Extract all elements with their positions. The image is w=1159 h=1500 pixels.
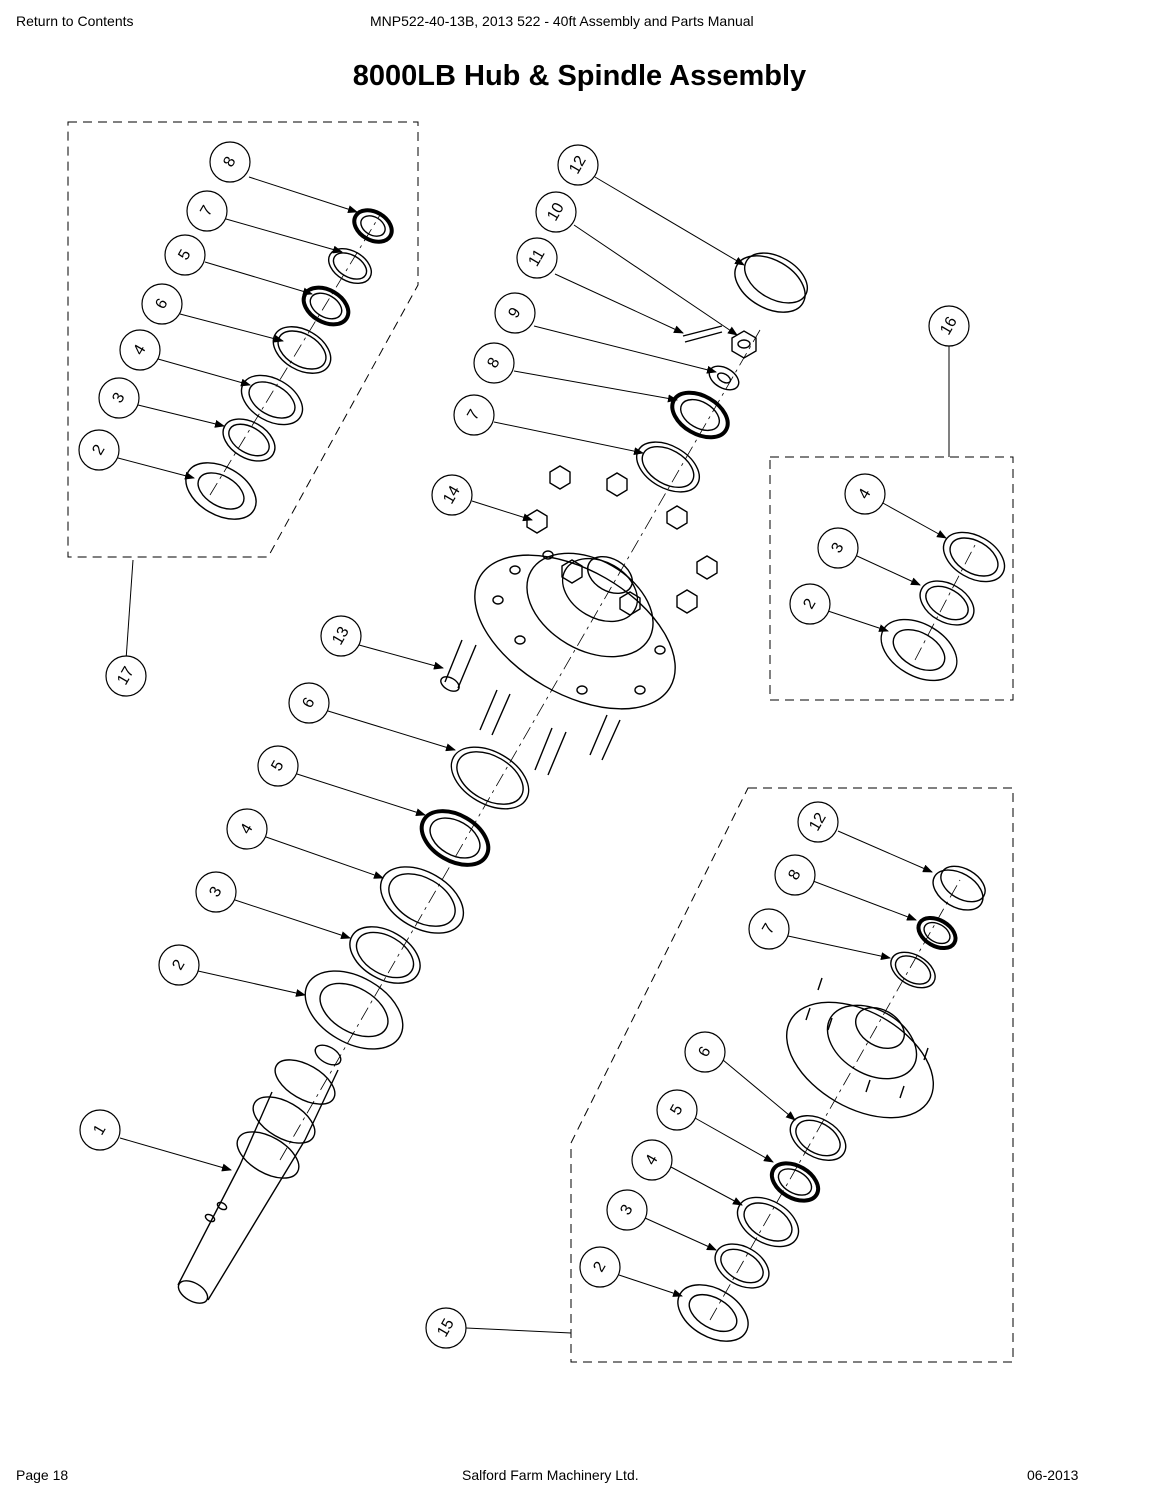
callout-5-group17: 5 [164, 234, 206, 276]
callout-8-group17: 8 [209, 141, 251, 183]
document-date: 06-2013 [1027, 1467, 1079, 1483]
callout-2-group17: 2 [78, 429, 120, 471]
callout-14-main: 14 [431, 474, 473, 516]
part-4-seal-main [379, 866, 465, 934]
part-2-seal-group17 [185, 462, 257, 520]
part-3-ring-group16 [919, 580, 975, 626]
part-5-bearing-group15 [769, 1161, 821, 1203]
part-8-bearing-group17 [352, 208, 394, 244]
part-3-ring-group17 [222, 418, 276, 462]
callout-3-group15: 3 [606, 1189, 648, 1231]
svg-text:11: 11 [525, 246, 548, 269]
document-title: MNP522-40-13B, 2013 522 - 40ft Assembly … [370, 13, 754, 29]
part-9-washer [708, 365, 740, 391]
part-2-seal-main [304, 970, 404, 1050]
callout-4-group15: 4 [631, 1139, 673, 1181]
callout-13-main: 13 [320, 615, 362, 657]
callout-10-main: 10 [535, 191, 577, 233]
part-11-cotter-pin [682, 325, 723, 343]
part-12-dust-cap-group15 [932, 865, 986, 911]
callout-2-group16: 2 [789, 583, 831, 625]
group-17-boundary [67, 121, 419, 558]
callout-2-main: 2 [158, 944, 200, 986]
svg-text:12: 12 [566, 153, 590, 177]
callout-12-group15: 12 [797, 801, 839, 843]
callout-15: 15 [425, 1307, 467, 1349]
callout-2-group15: 2 [579, 1246, 621, 1288]
part-4-seal-group15 [736, 1196, 800, 1248]
group-15-boundary [570, 787, 1014, 1363]
svg-text:10: 10 [544, 200, 568, 224]
group-16-boundary [769, 456, 1014, 701]
part-6-race-group15 [789, 1115, 847, 1161]
svg-text:14: 14 [440, 483, 464, 507]
part-10-castle-nut [731, 330, 757, 359]
group16-axis-line [914, 544, 976, 661]
callout-4-main: 4 [226, 808, 268, 850]
return-to-contents-link[interactable]: Return to Contents [16, 13, 134, 29]
callout-5-main: 5 [257, 745, 299, 787]
page-title: 8000LB Hub & Spindle Assembly [352, 60, 807, 92]
part-12-dust-cap-main [734, 252, 808, 313]
svg-text:16: 16 [937, 314, 961, 338]
callout-7-main: 7 [453, 394, 495, 436]
callout-12-main: 12 [557, 144, 599, 186]
page-number: Page 18 [16, 1467, 69, 1483]
callout-3-main: 3 [195, 871, 237, 913]
callout-9-main: 9 [494, 292, 536, 334]
callout-4-group16: 4 [844, 473, 886, 515]
callout-17: 17 [105, 655, 147, 697]
callout-6-group15: 6 [684, 1031, 726, 1073]
main-axis-line [279, 329, 761, 1161]
svg-text:12: 12 [806, 810, 830, 834]
callout-1-main: 1 [79, 1109, 121, 1151]
svg-text:17: 17 [114, 664, 138, 688]
part-2-seal-group15 [677, 1284, 749, 1342]
callout-16: 16 [928, 305, 970, 347]
callout-3-group17: 3 [98, 377, 140, 419]
part-4-seal-group16 [942, 531, 1006, 583]
part-13-wheel-stud [440, 639, 621, 776]
callout-5-group15: 5 [656, 1089, 698, 1131]
part-5-bearing-group17 [301, 285, 351, 327]
part-7-race-group15 [890, 951, 936, 989]
callout-4-group17: 4 [119, 329, 161, 371]
part-7-race-main [636, 441, 700, 493]
part-8-bearing-main [670, 390, 730, 440]
part-7-race-group17 [328, 247, 372, 285]
callout-6-main: 6 [288, 682, 330, 724]
part-1-spindle [177, 1044, 342, 1304]
callout-11-main: 11 [516, 237, 558, 279]
svg-text:15: 15 [434, 1316, 458, 1340]
part-3-ring-group15 [714, 1243, 770, 1289]
group15-axis-line [709, 879, 961, 1321]
part-8-bearing-group15 [916, 915, 958, 951]
callout-7-group17: 7 [186, 190, 228, 232]
part-6-race-main [450, 746, 530, 810]
part-14-wheel-nuts [526, 465, 718, 616]
svg-text:13: 13 [329, 624, 353, 648]
part-5-bearing-main [419, 809, 491, 867]
company-name: Salford Farm Machinery Ltd. [462, 1467, 639, 1483]
hub-main [474, 550, 676, 710]
hub-group15 [785, 977, 935, 1119]
callout-8-main: 8 [473, 342, 515, 384]
callout-8-group15: 8 [774, 854, 816, 896]
callout-6-group17: 6 [141, 283, 183, 325]
part-6-race-group17 [272, 326, 332, 374]
part-3-ring-main [349, 926, 421, 984]
callout-3-group16: 3 [817, 527, 859, 569]
callout-7-group15: 7 [748, 908, 790, 950]
